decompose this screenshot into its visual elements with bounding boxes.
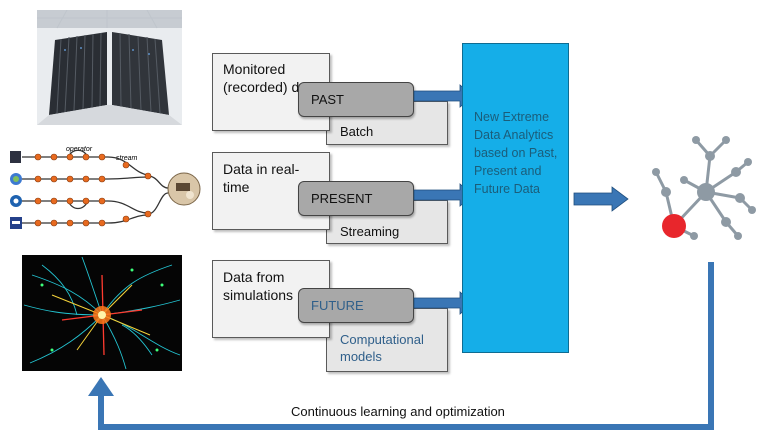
stage-box-future: FUTURE xyxy=(298,288,414,323)
stage-label-present: PRESENT xyxy=(311,191,373,206)
operator-label: operator xyxy=(66,146,93,153)
output-arrow xyxy=(573,186,629,212)
datacenter-image xyxy=(37,10,182,125)
workflow-image: operator stream xyxy=(10,146,201,229)
stage-label-future: FUTURE xyxy=(311,298,364,313)
particle-collision-image xyxy=(22,255,182,371)
input-arrows xyxy=(413,84,474,315)
feedback-label: Continuous learning and optimization xyxy=(291,404,505,419)
source-label-monitored: Monitored (recorded) data xyxy=(223,61,319,95)
mode-label-computational: Computational models xyxy=(340,332,424,364)
analytics-box xyxy=(462,43,569,353)
stage-box-past: PAST xyxy=(298,82,414,117)
stage-label-past: PAST xyxy=(311,92,344,107)
mode-label-batch: Batch xyxy=(340,124,374,139)
source-label-simulations: Data from simulations xyxy=(223,269,294,303)
network-tree-icon xyxy=(652,136,756,240)
analytics-label: New Extreme Data Analytics based on Past… xyxy=(474,110,558,196)
source-label-realtime: Data in real-time xyxy=(223,161,300,195)
mode-label-streaming: Streaming xyxy=(340,224,400,239)
stage-box-present: PRESENT xyxy=(298,181,414,216)
stream-label: stream xyxy=(116,155,138,162)
